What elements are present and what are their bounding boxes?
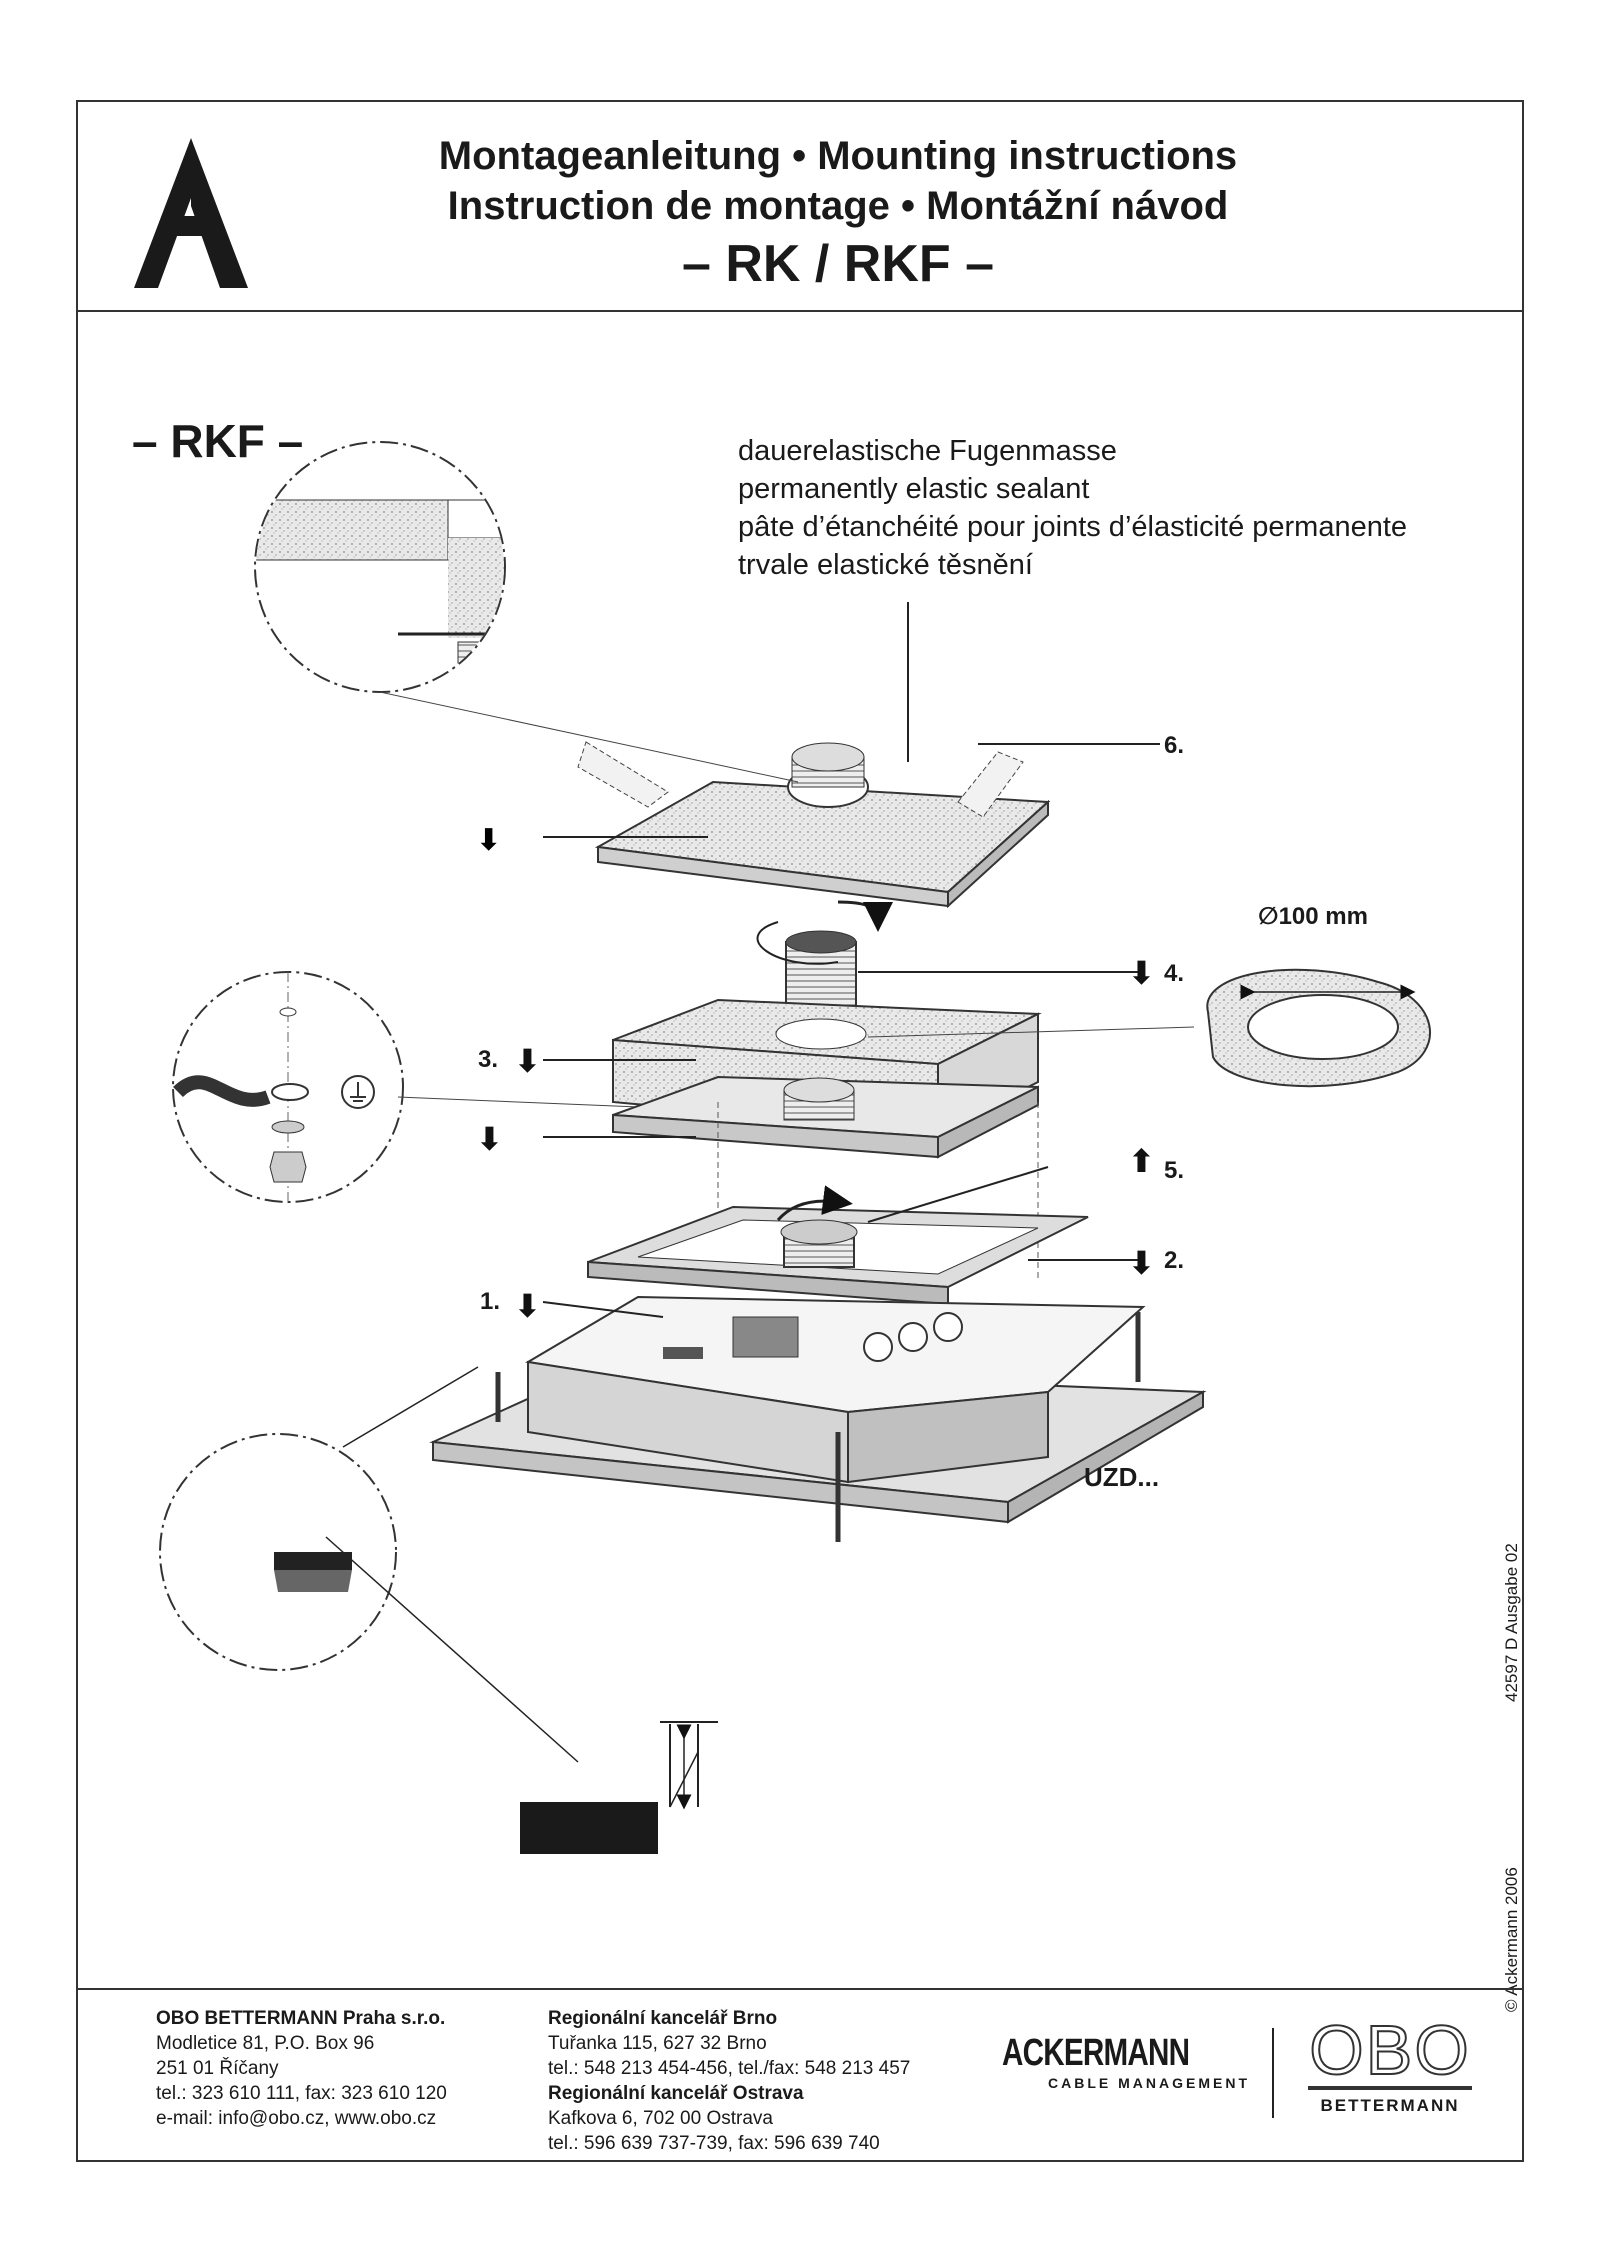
sealant-cz: trvale elastické těsnění [738, 549, 1033, 581]
sealant-de: dauerelastische Fugenmasse [738, 435, 1117, 467]
footer-office-ostrava: Regionální kancelář Ostrava [548, 2083, 804, 2104]
step-1-label: 1. [480, 1288, 501, 1315]
sealant-en: permanently elastic sealant [738, 473, 1090, 505]
step-4-label: 4. [1164, 960, 1185, 987]
footer-company: OBO BETTERMANN Praha s.r.o. [156, 2008, 446, 2029]
svg-text:⬇: ⬇ [476, 824, 501, 857]
footer-brno-addr: Tuřanka 115, 627 32 Brno [548, 2033, 767, 2054]
sealant-callout: dauerelastische Fugenmasse permanently e… [738, 432, 1407, 584]
step-arrows: ⬇ ⬇ ⬇ ⬇ ⬆ ⬇ [476, 955, 1155, 1324]
step-2-label: 2. [1164, 1247, 1185, 1274]
footer-addr1: Modletice 81, P.O. Box 96 [156, 2033, 375, 2054]
footer: OBO BETTERMANN Praha s.r.o. Modletice 81… [78, 1988, 1522, 2160]
footer-addr2: 251 01 Říčany [156, 2058, 279, 2079]
svg-text:⬆: ⬆ [1128, 1143, 1155, 1179]
earthing-detail-circle [172, 971, 404, 1203]
sealant-fr: pâte d’étanchéité pour joints d’élastici… [738, 511, 1408, 543]
footer-office-brno: Regionální kancelář Brno [548, 2008, 778, 2029]
diameter-symbol-icon: ∅ [1258, 903, 1279, 930]
svg-text:⬇: ⬇ [1128, 955, 1155, 991]
footer-ostrava-phone: tel.: 596 639 737-739, fax: 596 639 740 [548, 2133, 880, 2154]
footer-ostrava-addr: Kafkova 6, 702 00 Ostrava [548, 2108, 773, 2129]
header: Montageanleitung • Mounting instructions… [78, 102, 1522, 312]
svg-text:⬇: ⬇ [514, 1043, 541, 1079]
cover-plate [577, 741, 1051, 909]
title-line-1: Montageanleitung • Mounting instructions [438, 134, 1238, 178]
step-6-label: 6. [1164, 732, 1185, 759]
page-frame: Montageanleitung • Mounting instructions… [76, 100, 1524, 2162]
floor-box [429, 1295, 1207, 1542]
lid-frame [612, 1075, 1039, 1159]
footer-email: e-mail: info@obo.cz, www.obo.cz [156, 2108, 437, 2129]
footer-phone: tel.: 323 610 111, fax: 323 610 120 [156, 2083, 447, 2104]
title-line-2: Instruction de montage • Montážní návod [447, 184, 1229, 228]
height-indicator [520, 1721, 718, 1854]
logo-divider [1272, 2028, 1274, 2118]
svg-text:⬇: ⬇ [476, 1121, 503, 1157]
svg-text:⬇: ⬇ [1128, 1245, 1155, 1281]
levelling-detail-circle [159, 1433, 397, 1671]
ackermann-a-logo-icon [134, 138, 248, 288]
assembly-diagram: ⬇ [159, 441, 1432, 1854]
section-label: – RKF – [132, 415, 304, 467]
sealing-ring-detail [1206, 968, 1432, 1088]
sealant-detail-circle [254, 441, 506, 693]
step-3-label: 3. [478, 1046, 499, 1073]
obo-logo: OBO BETTERMANN [1308, 2011, 1472, 2115]
step-5-label: 5. [1164, 1157, 1185, 1184]
ackermann-logo: ACKERMANN CABLE MANAGEMENT [1002, 2032, 1250, 2091]
uzd-label: UZD... [1084, 1462, 1160, 1492]
locking-nut [776, 1185, 858, 1268]
footer-offices-block: Regionální kancelář Brno Tuřanka 115, 62… [548, 2006, 910, 2156]
diameter-label: ∅100 mm [1258, 903, 1368, 930]
footer-company-block: OBO BETTERMANN Praha s.r.o. Modletice 81… [156, 2006, 447, 2131]
svg-text:⬇: ⬇ [514, 1288, 541, 1324]
footer-brno-phone: tel.: 548 213 454-456, tel./fax: 548 213… [548, 2058, 911, 2079]
product-title: – RK / RKF – [681, 235, 995, 293]
doc-code: 42597 D Ausgabe 02 [1502, 1543, 1521, 1702]
